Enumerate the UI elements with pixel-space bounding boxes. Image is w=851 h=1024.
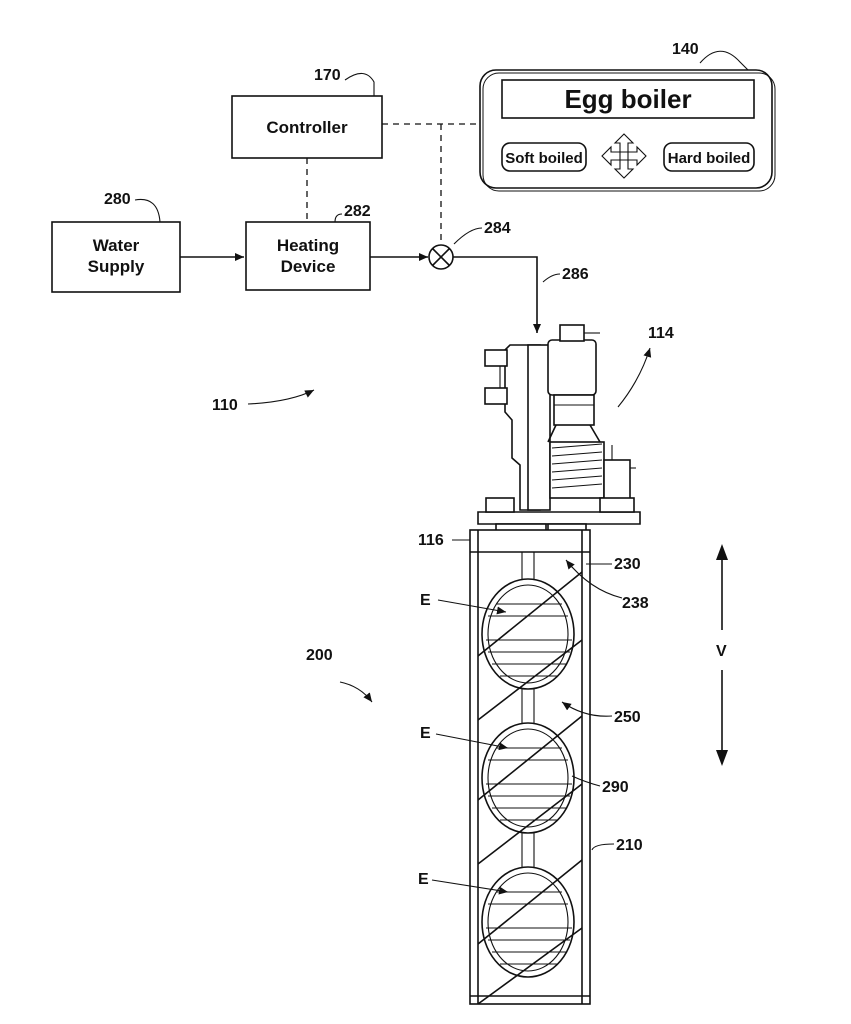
valve-symbol [428, 244, 454, 270]
egg-3 [481, 866, 575, 978]
ref-140: 140 [672, 41, 699, 58]
ref-210: 210 [616, 837, 643, 854]
heating-device-line2: Device [281, 257, 336, 276]
direction-label-v: V [716, 643, 727, 660]
egg-label-3: E [418, 871, 429, 888]
ref-286: 286 [562, 266, 589, 283]
vertical-direction-arrow [716, 544, 728, 766]
ref-116: 116 [418, 532, 444, 549]
hard-boiled-label: Hard boiled [668, 150, 751, 167]
egg-holder-tube [469, 529, 591, 1005]
egg-1 [481, 578, 575, 690]
water-supply-line1: Water [93, 236, 140, 255]
controller-block: Controller [231, 95, 383, 159]
cooker-head-assembly [477, 324, 641, 553]
ref-170: 170 [314, 67, 341, 84]
controller-label: Controller [266, 118, 348, 137]
soft-boiled-label: Soft boiled [505, 150, 583, 167]
helical-wire [477, 571, 583, 1005]
water-supply-block: Water Supply [51, 221, 181, 293]
ref-200: 200 [306, 647, 333, 664]
ref-282: 282 [344, 203, 371, 220]
ref-290: 290 [602, 779, 629, 796]
ref-280: 280 [104, 191, 131, 208]
heating-device-line1: Heating [277, 236, 339, 255]
ref-238: 238 [622, 595, 649, 612]
egg-label-1: E [420, 592, 431, 609]
control-panel: Egg boiler Soft boiled Hard boiled [479, 69, 776, 192]
ref-250: 250 [614, 709, 641, 726]
hard-boiled-button[interactable] [663, 142, 755, 172]
water-supply-line2: Supply [88, 257, 145, 276]
panel-title: Egg boiler [564, 84, 691, 114]
egg-label-2: E [420, 725, 431, 742]
ref-110: 110 [212, 397, 238, 414]
ref-114: 114 [648, 325, 674, 342]
ref-284: 284 [484, 220, 511, 237]
direction-pad-icon[interactable] [601, 133, 647, 179]
heating-device-block: Heating Device [245, 221, 371, 291]
soft-boiled-button[interactable] [501, 142, 587, 172]
thread-lines [551, 443, 603, 489]
ref-230: 230 [614, 556, 641, 573]
egg-2 [481, 722, 575, 834]
display-screen [501, 79, 755, 119]
